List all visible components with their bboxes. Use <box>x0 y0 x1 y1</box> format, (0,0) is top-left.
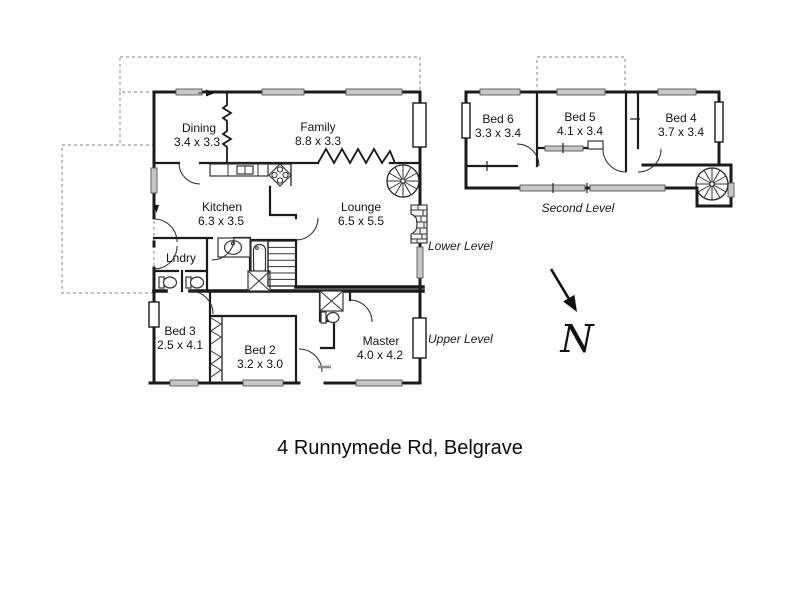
window <box>544 145 584 152</box>
window-lounge-right <box>412 102 427 148</box>
room-dims-bed3: 2.5 x 4.1 <box>157 338 203 352</box>
wall-ticks <box>486 118 640 193</box>
room-dims-kitchen: 6.3 x 3.5 <box>198 214 244 228</box>
robe-bump <box>587 140 604 150</box>
room-label-bed4: Bed 4 <box>665 111 697 125</box>
toilet <box>158 276 178 289</box>
door-arc-bed5 <box>602 148 627 173</box>
room-label-bed5: Bed 5 <box>564 110 596 124</box>
room-dims-bed4: 3.7 x 3.4 <box>658 125 704 139</box>
fireplace-chimney <box>410 204 428 244</box>
window-bed6-left <box>461 102 471 139</box>
door-arc-ensuite <box>349 299 373 323</box>
second-level-plan: Bed 6 3.3 x 3.4 Bed 5 4.1 x 3.4 Bed 4 3.… <box>461 56 735 215</box>
toilet <box>320 311 340 324</box>
window-bed3-left <box>148 301 160 328</box>
room-label-laundry: Lndry <box>166 251 196 265</box>
family-lounge-zigzag-wall <box>317 147 396 165</box>
bifold-doors <box>210 317 222 378</box>
window <box>589 184 666 192</box>
deck-outline-top <box>119 56 421 93</box>
window-bed4-right <box>714 101 724 143</box>
room-label-kitchen: Kitchen <box>202 200 242 214</box>
deck-outline-left <box>61 144 155 294</box>
window <box>150 167 158 194</box>
window <box>727 182 735 198</box>
roof-outline <box>536 56 626 93</box>
room-dims-dining: 3.4 x 3.3 <box>174 135 220 149</box>
door-arc-bed6 <box>516 143 540 167</box>
room-label-bed6: Bed 6 <box>482 112 514 126</box>
spiral-stairs-lounge <box>386 164 420 198</box>
level-label-lower: Lower Level <box>428 239 493 253</box>
north-arrow-line <box>549 268 571 300</box>
window <box>261 88 305 96</box>
level-label-second: Second Level <box>542 201 615 215</box>
door-arc-hall <box>295 217 319 241</box>
room-label-dining: Dining <box>182 121 216 135</box>
door-arc-bathroom <box>211 237 235 261</box>
room-label-lounge: Lounge <box>341 200 381 214</box>
room-label-family: Family <box>300 120 335 134</box>
window <box>416 246 424 279</box>
door-arc-bed4 <box>637 148 662 173</box>
room-dims-bed6: 3.3 x 3.4 <box>475 126 521 140</box>
toilet <box>185 276 205 289</box>
door-arc-bed3 <box>189 290 214 315</box>
corner-cooktop <box>268 163 292 187</box>
north-arrow-head-icon <box>563 294 577 312</box>
window <box>169 379 199 387</box>
window <box>556 88 606 96</box>
bathtub <box>250 240 269 278</box>
bathroom-vanity <box>217 237 251 258</box>
entry-arrow-icon <box>206 89 215 97</box>
room-label-bed2: Bed 2 <box>244 343 276 357</box>
room-dims-lounge: 6.5 x 5.5 <box>338 214 384 228</box>
wall-arrow-icon <box>154 205 159 213</box>
room-dims-master: 4.0 x 4.2 <box>357 348 403 362</box>
room-label-master: Master <box>363 334 400 348</box>
compass: N <box>549 268 595 361</box>
north-letter: N <box>559 317 595 361</box>
window-master-right <box>412 317 427 359</box>
shower-box <box>247 270 271 292</box>
main-plan: Dining 3.4 x 3.3 Family 8.8 x 3.3 Kitche… <box>61 56 493 387</box>
page-title: 4 Runnymede Rd, Belgrave <box>277 437 523 459</box>
window <box>175 88 203 96</box>
kitchen-bench <box>209 163 269 177</box>
ensuite-shower-box <box>319 290 344 312</box>
room-dims-bed5: 4.1 x 3.4 <box>557 124 603 138</box>
window <box>242 379 284 387</box>
staircase <box>267 240 297 287</box>
door-arc-kitchen <box>153 218 178 243</box>
window <box>355 379 403 387</box>
room-label-bed3: Bed 3 <box>164 324 196 338</box>
level-label-upper: Upper Level <box>428 332 493 346</box>
spiral-stairs-second <box>695 167 729 201</box>
door-arc-laundry <box>153 245 178 270</box>
door-arc-dining <box>178 162 201 185</box>
window <box>345 88 403 96</box>
door-arc-entry <box>298 348 323 373</box>
room-dims-bed2: 3.2 x 3.0 <box>237 357 283 371</box>
room-dims-family: 8.8 x 3.3 <box>295 134 341 148</box>
window <box>479 88 521 96</box>
window <box>657 88 697 96</box>
dining-family-zigzag-wall <box>221 92 233 163</box>
